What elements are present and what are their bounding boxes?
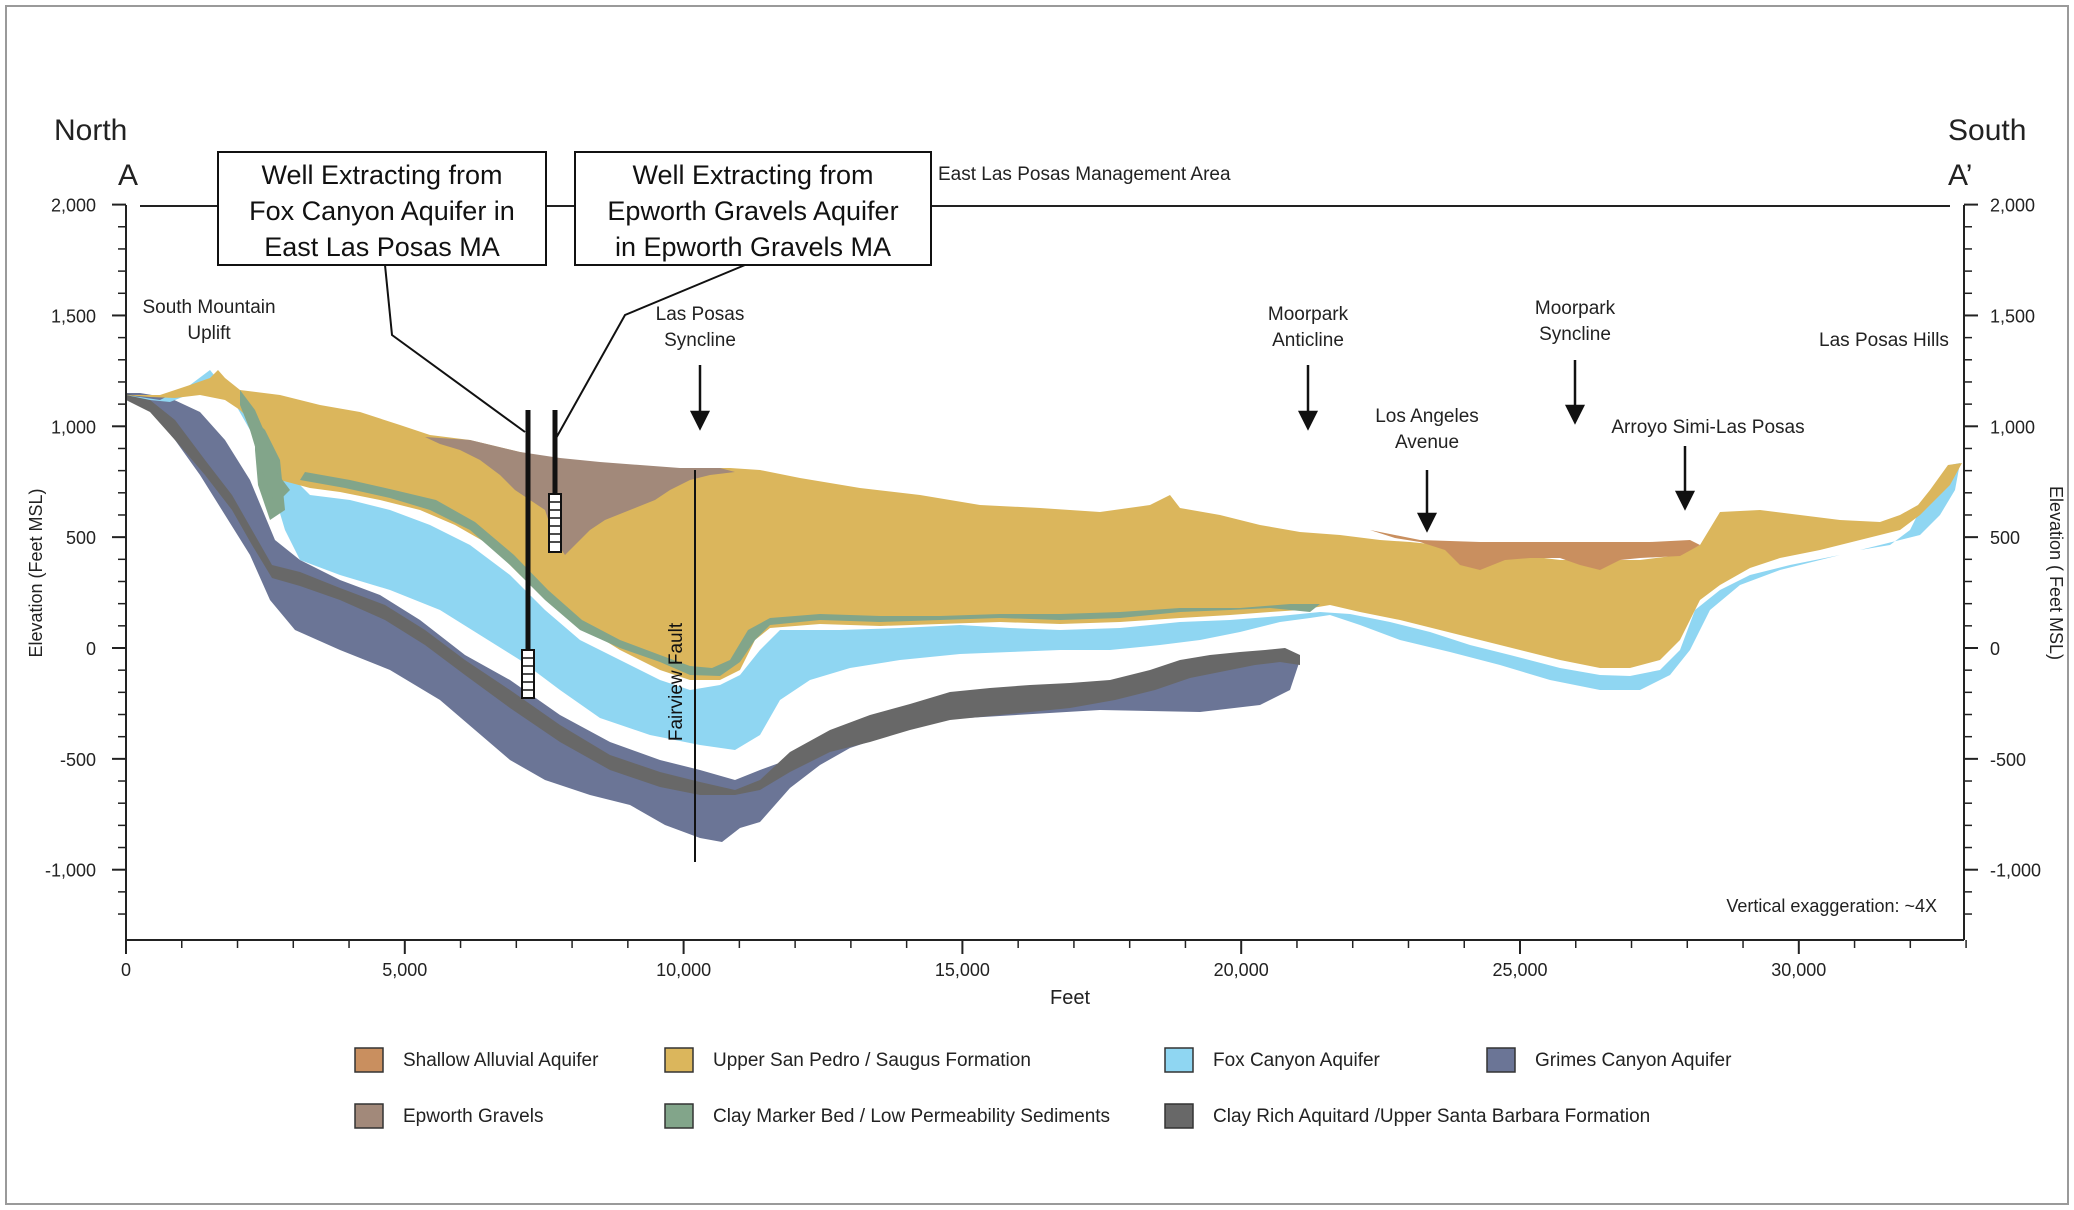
left-axis-ticks: 2,000 1,500 1,000 500 0 -500 -1,000	[45, 196, 126, 915]
las-posas-syncline-label-1: Las Posas	[656, 304, 745, 325]
layer-clay-marker-bed-band	[300, 472, 1320, 676]
bottom-tick-label: 15,000	[935, 960, 990, 980]
right-tick-label: -500	[1990, 750, 2026, 770]
legend-label: Shallow Alluvial Aquifer	[403, 1050, 599, 1071]
left-tick-label: 1,000	[51, 417, 96, 437]
left-axis-title: Elevation (Feet MSL)	[26, 488, 46, 657]
well-epworth-callout-line-2: Epworth Gravels Aquifer	[607, 196, 898, 226]
los-angeles-avenue-arrowhead	[1416, 512, 1438, 533]
bottom-tick-label: 5,000	[382, 960, 427, 980]
legend-label: Grimes Canyon Aquifer	[1535, 1050, 1732, 1071]
right-axis-ticks: 2,000 1,500 1,000 500 0 -500 -1,000	[1964, 196, 2041, 915]
fairview-fault-label: Fairview Fault	[666, 622, 687, 741]
vertical-exaggeration-note: Vertical exaggeration: ~4X	[1726, 896, 1937, 916]
well-epworth-callout-box	[574, 151, 932, 266]
legend-label: Clay Rich Aquitard /Upper Santa Barbara …	[1213, 1106, 1650, 1127]
arroyo-simi-label: Arroyo Simi-Las Posas	[1611, 417, 1804, 438]
bottom-tick-label: 10,000	[656, 960, 711, 980]
right-tick-label: 1,000	[1990, 417, 2035, 437]
moorpark-anticline-label-2: Anticline	[1272, 330, 1344, 351]
layer-epworth-gravels	[425, 437, 735, 555]
feature-arrows	[689, 360, 1696, 533]
layer-clay-marker-uplift	[240, 390, 290, 505]
legend-label: Clay Marker Bed / Low Permeability Sedim…	[713, 1106, 1110, 1127]
bottom-tick-label: 30,000	[1771, 960, 1826, 980]
right-tick-label: 1,500	[1990, 306, 2035, 326]
layer-fox-canyon-aquifer	[126, 370, 1960, 750]
moorpark-syncline-label-2: Syncline	[1539, 324, 1611, 345]
well-epworth-screen	[548, 493, 562, 553]
left-tick-label: 500	[66, 528, 96, 548]
left-tick-label: -1,000	[45, 861, 96, 881]
management-area-label: East Las Posas Management Area	[938, 164, 1231, 185]
right-tick-label: 2,000	[1990, 196, 2035, 216]
bottom-tick-label: 0	[121, 960, 131, 980]
las-posas-syncline-label-2: Syncline	[664, 330, 736, 351]
right-tick-label: -1,000	[1990, 861, 2041, 881]
moorpark-syncline-arrowhead	[1564, 404, 1586, 425]
well-epworth-callout-line-1: Well Extracting from	[632, 160, 873, 190]
right-tick-label: 0	[1990, 639, 2000, 659]
geologic-layers	[126, 370, 1962, 842]
well-epworth-callout-line-3: in Epworth Gravels MA	[615, 232, 891, 262]
layer-clay-rich-aquitard	[126, 393, 1300, 795]
legend-swatch	[664, 1103, 694, 1129]
right-axis-title: Elevation ( Feet MSL)	[2046, 486, 2066, 660]
los-angeles-avenue-label-1: Los Angeles	[1375, 406, 1479, 427]
south-mountain-label-1: South Mountain	[142, 297, 275, 318]
well-fox-callout-line-2: Fox Canyon Aquifer in	[249, 196, 515, 226]
well-fox-callout-line-3: East Las Posas MA	[264, 232, 500, 262]
legend-swatch	[664, 1047, 694, 1073]
layer-grimes-canyon-aquifer	[126, 393, 1300, 842]
las-posas-hills-label: Las Posas Hills	[1819, 330, 1949, 351]
moorpark-anticline-arrowhead	[1297, 410, 1319, 431]
south-label: South	[1948, 114, 2026, 147]
left-tick-label: 1,500	[51, 306, 96, 326]
legend-swatch	[1486, 1047, 1516, 1073]
well-fox-callout-line-1: Well Extracting from	[261, 160, 502, 190]
bottom-axis-title: Feet	[1050, 987, 1090, 1009]
right-tick-label: 500	[1990, 528, 2020, 548]
figure-border	[5, 5, 2069, 1205]
left-tick-label: 0	[86, 639, 96, 659]
bottom-tick-label: 25,000	[1492, 960, 1547, 980]
well-epworth-screen-hatch	[549, 501, 561, 543]
well-fox-screen-hatch	[522, 657, 534, 691]
south-point-label: A’	[1948, 159, 1972, 192]
legend-label: Epworth Gravels	[403, 1106, 543, 1127]
legend-swatch	[1164, 1103, 1194, 1129]
north-point-label: A	[118, 159, 138, 192]
legend-swatch	[354, 1047, 384, 1073]
layer-upper-san-pedro-saugus	[126, 370, 1962, 680]
moorpark-syncline-label-1: Moorpark	[1535, 298, 1616, 319]
south-mountain-label-2: Uplift	[187, 323, 231, 344]
left-tick-label: -500	[60, 750, 96, 770]
arroyo-simi-arrowhead	[1674, 490, 1696, 511]
legend-label: Fox Canyon Aquifer	[1213, 1050, 1381, 1071]
bottom-tick-label: 20,000	[1214, 960, 1269, 980]
bottom-axis-ticks: 0 5,000 10,000 15,000 20,000 25,000 30,000	[121, 940, 1967, 980]
left-tick-label: 2,000	[51, 196, 96, 216]
well-fox-leader-line	[384, 264, 526, 433]
legend-label: Upper San Pedro / Saugus Formation	[713, 1050, 1031, 1071]
well-epworth-leader-line	[554, 264, 746, 441]
well-fox-callout-box	[217, 151, 547, 266]
legend-swatch	[1164, 1047, 1194, 1073]
moorpark-anticline-label-1: Moorpark	[1268, 304, 1349, 325]
legend: Shallow Alluvial Aquifer Upper San Pedro …	[354, 1047, 1732, 1129]
las-posas-syncline-arrowhead	[689, 410, 711, 431]
north-label: North	[54, 114, 127, 147]
layer-shallow-alluvial	[1370, 530, 1700, 570]
los-angeles-avenue-label-2: Avenue	[1395, 432, 1459, 453]
legend-swatch	[354, 1103, 384, 1129]
